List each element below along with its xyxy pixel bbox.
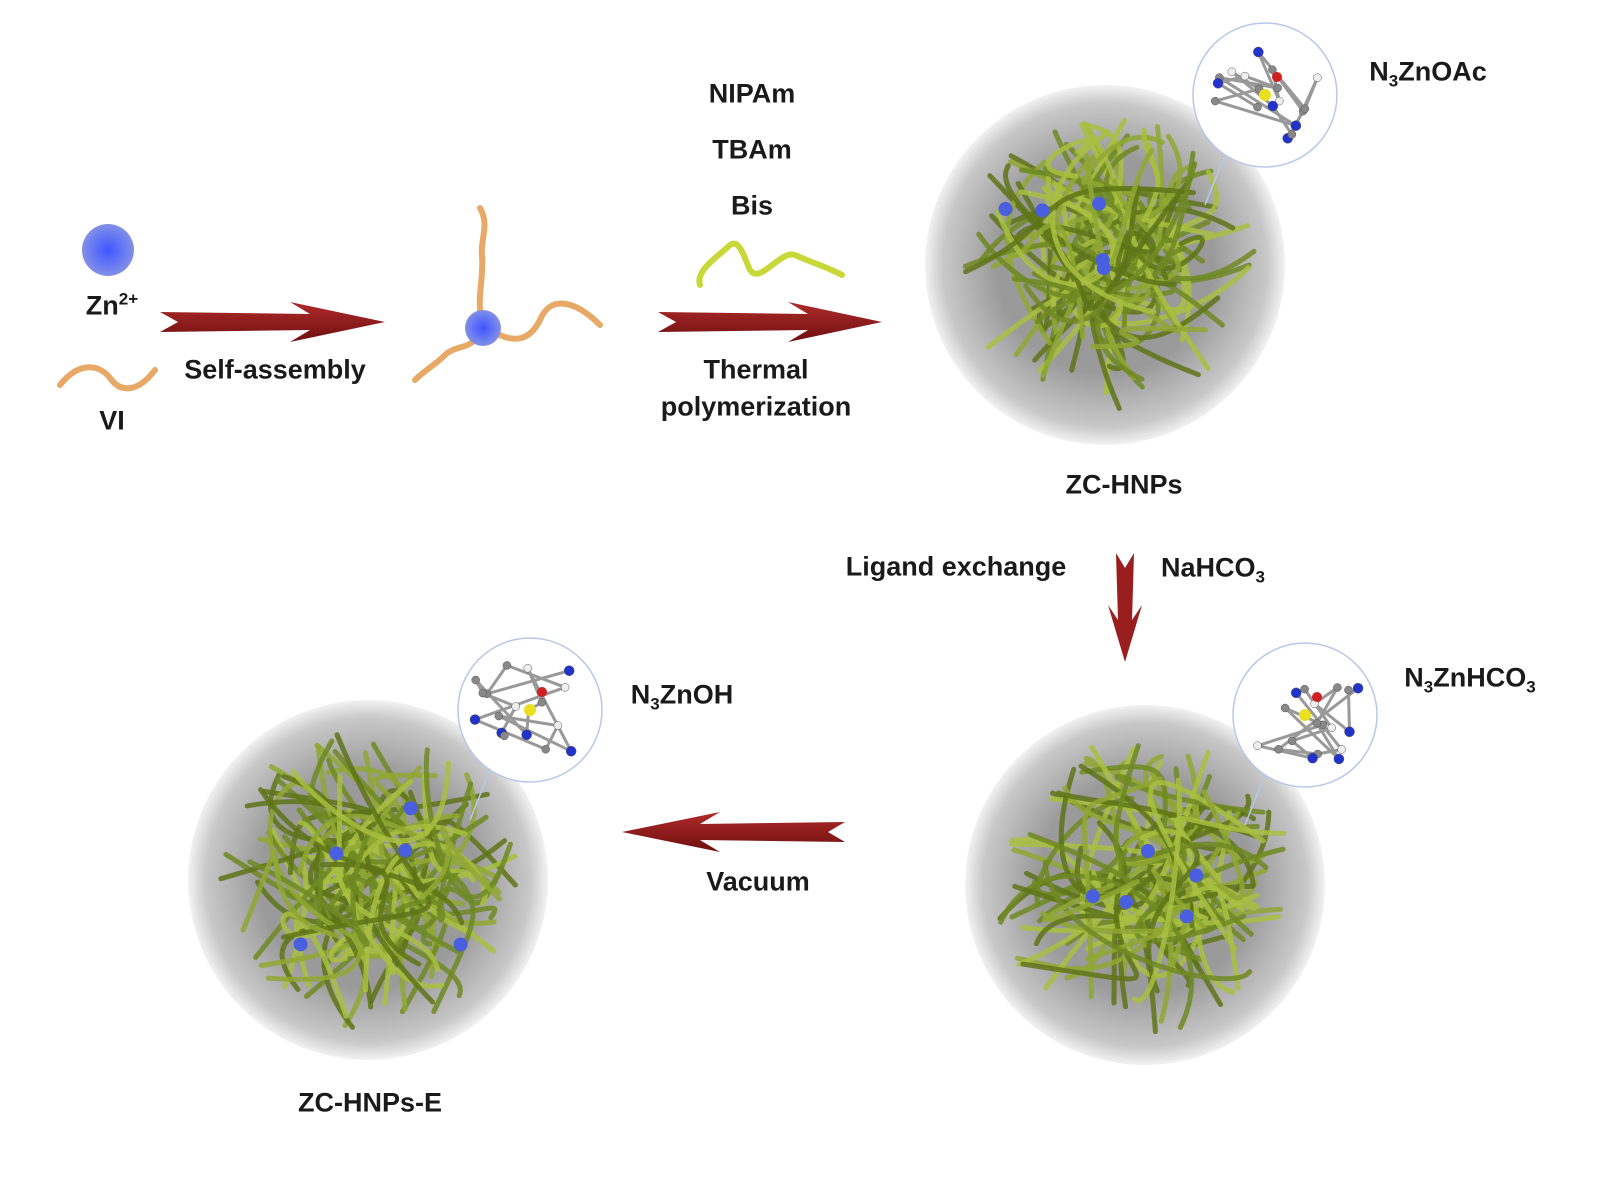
zc-hnps-hco3-particle-icon	[965, 705, 1325, 1065]
arrow-self-assembly	[160, 302, 385, 342]
zc-hnps-e-label: ZC-HNPs-E	[297, 1087, 443, 1118]
zn-ion-label: Zn2+	[85, 289, 139, 321]
arrow-thermal-polymerization	[658, 302, 882, 342]
zc-hnps-molecule-inset	[1192, 22, 1338, 206]
zn-vi-complex-icon	[412, 205, 603, 383]
zc-hnps-label: ZC-HNPs	[1065, 469, 1183, 500]
zc-hnps-e-molecule-inset	[457, 637, 603, 821]
polymerization-label: polymerization	[660, 391, 852, 422]
self-assembly-label: Self-assembly	[184, 354, 366, 385]
tbam-label: TBAm	[712, 134, 792, 165]
zc-hnps-e-particle-icon	[188, 700, 548, 1060]
thermal-label: Thermal	[703, 354, 809, 385]
ligand-exchange-label: Ligand exchange	[845, 551, 1067, 582]
n3znoh-label: N3ZnOH	[630, 679, 734, 714]
nahco3-label: NaHCO3	[1161, 552, 1265, 587]
vi-chain-icon	[57, 364, 158, 392]
nipam-label: NIPAm	[708, 78, 796, 109]
arrow-ligand-exchange	[1108, 553, 1142, 662]
zc-hnps-hco3-molecule-inset	[1232, 642, 1378, 826]
crosslinker-icon	[696, 240, 845, 288]
vi-label: VI	[99, 405, 125, 436]
zc-hnps-particle-icon	[925, 85, 1285, 445]
arrow-vacuum	[622, 812, 845, 852]
n3znhco3-label: N3ZnHCO3	[1404, 662, 1536, 697]
bis-label: Bis	[730, 190, 774, 221]
vacuum-label: Vacuum	[706, 866, 810, 897]
n3znoac-label: N3ZnOAc	[1369, 56, 1487, 91]
zn-ion-icon	[82, 224, 134, 276]
